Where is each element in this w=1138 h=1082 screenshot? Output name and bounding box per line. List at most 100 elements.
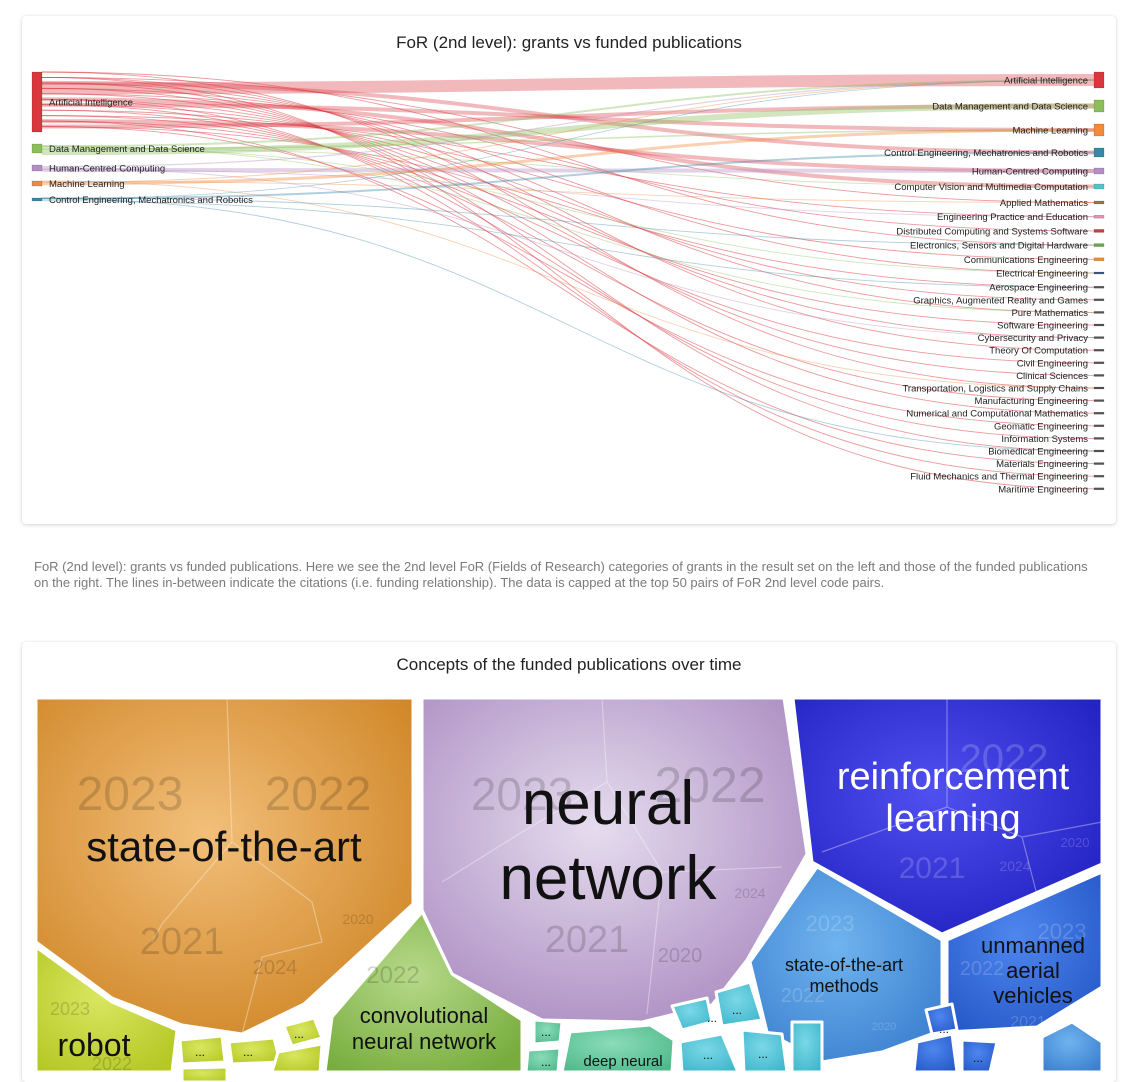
- sankey-right-node-geomatic-engineering[interactable]: [1093, 424, 1105, 428]
- sankey-link: [41, 104, 1095, 129]
- cell-small[interactable]: [270, 1042, 324, 1074]
- concept-label: state-of-the-art: [785, 955, 903, 975]
- sankey-right-node-electronics-sensors-and-digital-hardware[interactable]: [1093, 243, 1105, 247]
- sankey-right-node-human-centred-computing[interactable]: [1093, 167, 1105, 175]
- concept-label: convolutional: [360, 1003, 488, 1028]
- sankey-title: FoR (2nd level): grants vs funded public…: [396, 33, 742, 52]
- sankey-right-node-information-systems[interactable]: [1093, 437, 1105, 440]
- sankey-right-node-machine-learning[interactable]: [1093, 123, 1105, 137]
- sankey-right-label: Materials Engineering: [996, 459, 1088, 470]
- sankey-right-node-maritime-engineering[interactable]: [1093, 487, 1105, 491]
- sankey-right-label: Graphics, Augmented Reality and Games: [913, 295, 1088, 306]
- sankey-link: [41, 151, 1095, 200]
- sankey-right-label: Cybersecurity and Privacy: [978, 333, 1089, 344]
- sankey-right-node-transportation-logistics-and-supply-chains[interactable]: [1093, 386, 1105, 390]
- sankey-link: [41, 120, 1095, 326]
- sankey-right-node-aerospace-engineering[interactable]: [1093, 285, 1105, 289]
- sankey-right-node-applied-mathematics[interactable]: [1093, 200, 1105, 205]
- ellipsis-label: ...: [294, 1027, 304, 1041]
- cell-small[interactable]: [532, 1018, 564, 1046]
- sankey-right-node-materials-engineering[interactable]: [1093, 462, 1105, 465]
- year-label: 2023: [77, 768, 184, 821]
- sankey-right-node-cybersecurity-and-privacy[interactable]: [1093, 336, 1105, 339]
- year-label: 2022: [265, 768, 372, 821]
- cell-small[interactable]: [714, 980, 764, 1028]
- sankey-right-node-electrical-engineering[interactable]: [1093, 271, 1105, 275]
- cell-small[interactable]: [178, 1034, 227, 1066]
- cell-small[interactable]: [282, 1016, 324, 1048]
- sankey-left-label: Artificial Intelligence: [49, 98, 133, 109]
- cell-deep-neural[interactable]: [560, 1023, 676, 1074]
- ellipsis-label: ...: [195, 1045, 205, 1059]
- sankey-right-label: Machine Learning: [1012, 126, 1088, 137]
- cell-small[interactable]: [227, 1036, 282, 1066]
- sankey-left-node-machine-learning[interactable]: [31, 180, 43, 187]
- sankey-left-node-data-management-and-data-science[interactable]: [31, 143, 43, 154]
- treemap-title: Concepts of the funded publications over…: [396, 655, 742, 674]
- sankey-link: [41, 77, 1095, 351]
- cell-state-of-the-art[interactable]: [34, 696, 415, 1036]
- sankey-right-node-data-management-and-data-science[interactable]: [1093, 99, 1105, 113]
- ellipsis-label: ...: [758, 1047, 768, 1061]
- sankey-right-node-clinical-sciences[interactable]: [1093, 374, 1105, 377]
- sankey-link: [41, 109, 1095, 260]
- cell-small[interactable]: [1040, 1020, 1104, 1074]
- concept-label: neural network: [352, 1029, 497, 1054]
- sankey-link: [41, 119, 1095, 173]
- cell-small[interactable]: [790, 1020, 824, 1074]
- sankey-right-node-software-engineering[interactable]: [1093, 323, 1105, 327]
- cell-small[interactable]: [180, 1065, 229, 1082]
- sankey-right-node-control-engineering-mechatronics-and-robotics[interactable]: [1093, 147, 1105, 158]
- sankey-right-node-computer-vision-and-multimedia-computation[interactable]: [1093, 183, 1105, 190]
- year-label: 2021: [899, 852, 966, 885]
- sankey-left-label: Data Management and Data Science: [49, 144, 205, 155]
- year-label: 2021: [1010, 1014, 1046, 1031]
- sankey-right-node-numerical-and-computational-mathematics[interactable]: [1093, 411, 1105, 415]
- concept-label: vehicles: [993, 983, 1072, 1008]
- sankey-link: [41, 167, 1095, 339]
- sankey-link: [41, 200, 1095, 288]
- cell-small[interactable]: [912, 1032, 959, 1074]
- sankey-link: [41, 79, 1095, 183]
- sankey-link: [41, 181, 1095, 203]
- sankey-right-node-graphics-augmented-reality-and-games[interactable]: [1093, 298, 1105, 302]
- cell-state-of-the-art-methods[interactable]: [748, 865, 944, 1064]
- ellipsis-label: ...: [243, 1045, 253, 1059]
- year-label: 2024: [253, 957, 298, 979]
- sankey-left-node-artificial-intelligence[interactable]: [31, 71, 43, 133]
- concept-label: robot: [58, 1027, 131, 1063]
- ellipsis-label: ...: [732, 1003, 742, 1017]
- sankey-right-label: Fluid Mechanics and Thermal Engineering: [910, 472, 1088, 483]
- sankey-link: [41, 98, 1095, 339]
- cell-robot[interactable]: [34, 945, 179, 1074]
- sankey-right-node-biomedical-engineering[interactable]: [1093, 449, 1105, 453]
- year-label: 2022: [654, 757, 765, 813]
- sankey-right-node-theory-of-computation[interactable]: [1093, 348, 1105, 352]
- sankey-link: [41, 180, 1095, 389]
- sankey-link: [41, 102, 1095, 132]
- sankey-right-node-artificial-intelligence[interactable]: [1093, 71, 1105, 89]
- sankey-links: [41, 71, 1095, 490]
- sankey-right-node-civil-engineering[interactable]: [1093, 361, 1105, 365]
- cell-small[interactable]: [670, 996, 714, 1032]
- sankey-right-node-manufacturing-engineering[interactable]: [1093, 399, 1105, 402]
- year-label: 2020: [658, 945, 703, 967]
- year-label: 2021: [140, 921, 225, 963]
- sankey-link: [41, 197, 1095, 246]
- sankey-right-node-fluid-mechanics-and-thermal-engineering[interactable]: [1093, 474, 1105, 478]
- sankey-right-node-communications-engineering[interactable]: [1093, 257, 1105, 262]
- sankey-right-node-engineering-practice-and-education[interactable]: [1093, 214, 1105, 219]
- sankey-right-node-distributed-computing-and-systems-software[interactable]: [1093, 229, 1105, 233]
- year-label: 2023: [471, 768, 573, 820]
- cell-reinforcement-learning[interactable]: [791, 696, 1104, 936]
- cell-small[interactable]: [924, 1002, 959, 1036]
- sankey-right-label: Human-Centred Computing: [972, 167, 1088, 178]
- sankey-right-node-pure-mathematics[interactable]: [1093, 311, 1105, 314]
- sankey-left-node-human-centred-computing[interactable]: [31, 164, 43, 172]
- concept-label: state-of-the-art: [86, 823, 362, 870]
- sankey-link: [41, 87, 1095, 274]
- sankey-left-node-control-engineering-mechatronics-and-robotics[interactable]: [31, 197, 43, 202]
- year-label: 2022: [781, 985, 826, 1007]
